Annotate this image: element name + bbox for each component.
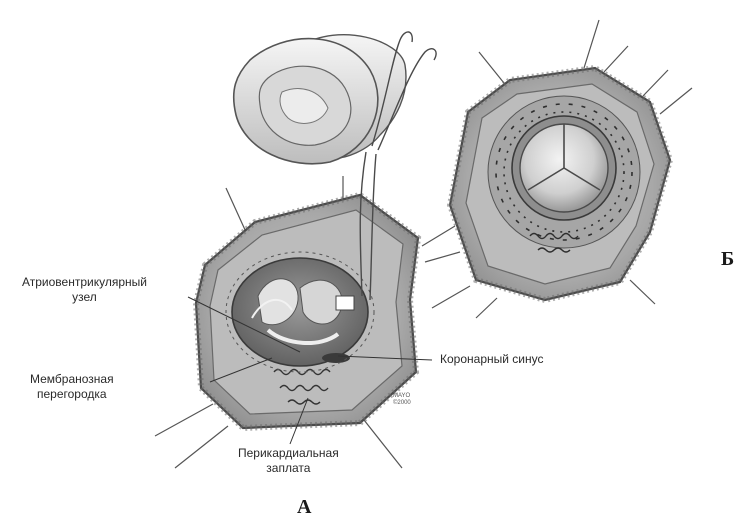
coronary-sinus-label: Коронарный синус [440, 352, 543, 367]
panel-letter-b: Б [721, 248, 734, 271]
membranous-septum-label: Мембранозная перегородка [30, 372, 114, 402]
av-node-label: Атриовентрикулярный узел [22, 275, 147, 305]
atrium-left [155, 176, 460, 468]
pericardial-patch-label: Перикардиальная заплата [238, 446, 339, 476]
atrium-right [432, 20, 692, 318]
panel-letter-a: А [297, 496, 311, 519]
copyright-mark: MAYO ©2000 [393, 393, 411, 407]
